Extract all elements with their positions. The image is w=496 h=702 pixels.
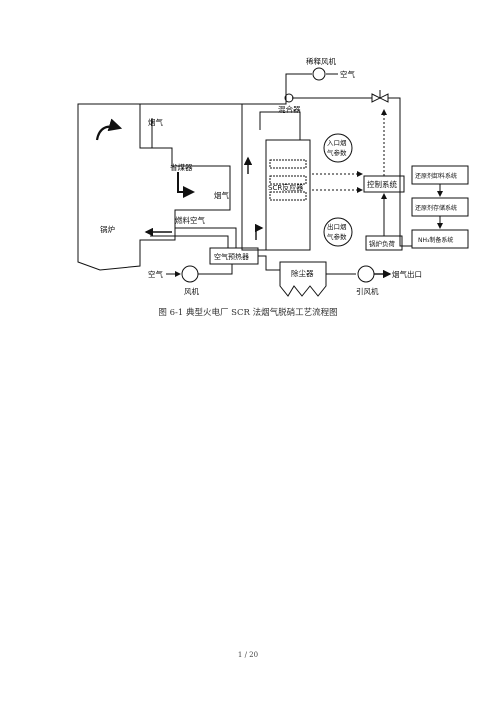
label-outlet-params-1: 出口烟 bbox=[327, 222, 347, 231]
label-flue-gas-mid: 烟气 bbox=[214, 190, 229, 200]
label-nh3-prep: NH₃制备系统 bbox=[418, 236, 453, 244]
label-dust-collector: 除尘器 bbox=[291, 268, 314, 278]
label-mixer: 混合器 bbox=[278, 104, 301, 114]
mixer-icon bbox=[284, 93, 294, 103]
preheater-down-duct bbox=[210, 264, 233, 275]
boiler-load-box bbox=[365, 235, 403, 251]
economizer-flue-arrow bbox=[177, 172, 195, 198]
label-flue-outlet: 烟气出口 bbox=[392, 269, 422, 279]
mixer-upper-duct bbox=[259, 111, 301, 140]
scr-duct-left bbox=[241, 130, 266, 251]
scr-catalyst-1 bbox=[269, 159, 307, 169]
scr-outlet-arrow bbox=[255, 223, 264, 240]
nh3-prep-box bbox=[411, 229, 469, 249]
preheater-to-collector bbox=[258, 255, 280, 271]
label-fuel-air: 燃料空气 bbox=[175, 215, 205, 225]
scr-process-diagram: 稀释风机 空气 混合器 烟气 省煤器 烟气 SCR反应器 入口烟 气参数 出口烟… bbox=[77, 56, 469, 297]
scr-catalyst-2 bbox=[269, 175, 307, 185]
label-boiler: 锅炉 bbox=[100, 224, 115, 234]
label-boiler-load: 锅炉负荷 bbox=[369, 239, 396, 248]
valve-to-right-line bbox=[388, 97, 412, 247]
outlet-param-circle bbox=[323, 217, 353, 247]
page-number: 1 / 20 bbox=[237, 651, 259, 659]
label-reductant-unload: 还原剂卸料系统 bbox=[415, 172, 457, 180]
scr-catalyst-3 bbox=[269, 191, 307, 201]
label-control-system: 控制系统 bbox=[367, 179, 397, 189]
scr-reactor-body bbox=[265, 139, 311, 251]
boiler-outline bbox=[77, 103, 231, 271]
id-fan-icon bbox=[357, 265, 375, 283]
fuel-air-duct-bottom bbox=[150, 235, 229, 248]
label-reductant-storage: 还原剂存储系统 bbox=[415, 204, 457, 212]
label-id-fan: 引风机 bbox=[356, 286, 379, 296]
duct-to-mixer bbox=[242, 100, 287, 105]
fan-icon bbox=[181, 265, 199, 283]
control-valve bbox=[371, 93, 389, 103]
fuel-air-duct-top bbox=[175, 227, 237, 248]
label-inlet-params-1: 入口烟 bbox=[327, 138, 347, 147]
inlet-param-circle bbox=[323, 133, 353, 163]
label-air-preheater: 空气预热器 bbox=[214, 252, 249, 261]
label-economizer: 省煤器 bbox=[170, 162, 193, 172]
flue-gas-swirl-arrow bbox=[95, 118, 123, 141]
label-scr-reactor: SCR反应器 bbox=[268, 183, 303, 192]
mixer-air-line bbox=[285, 73, 312, 100]
label-fan: 风机 bbox=[184, 286, 199, 296]
label-air-left: 空气 bbox=[148, 269, 163, 279]
figure-caption: 图 6-1 典型火电厂 SCR 法烟气脱硝工艺流程图 bbox=[158, 308, 338, 318]
label-air-top: 空气 bbox=[340, 69, 355, 79]
dilution-fan-icon bbox=[312, 67, 326, 81]
label-flue-gas-top: 烟气 bbox=[148, 117, 163, 127]
label-inlet-params-2: 气参数 bbox=[327, 148, 347, 157]
dust-collector-body bbox=[279, 261, 327, 297]
label-dilution-fan: 稀释风机 bbox=[306, 56, 336, 66]
label-outlet-params-2: 气参数 bbox=[327, 232, 347, 241]
